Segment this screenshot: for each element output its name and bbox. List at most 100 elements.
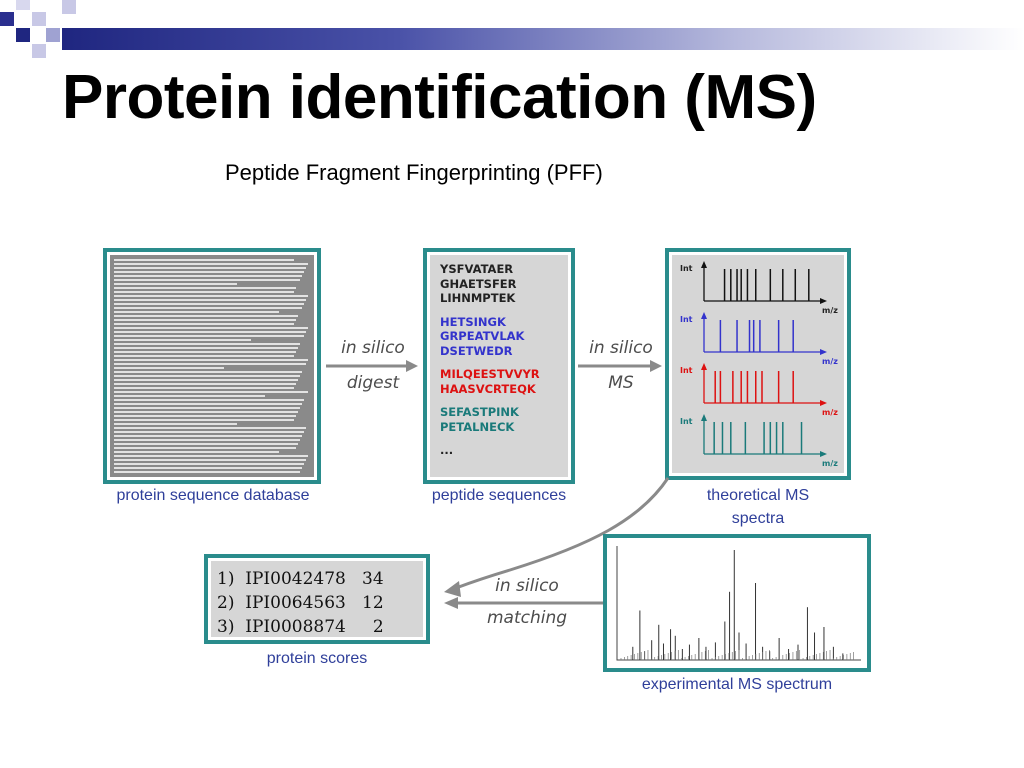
database-text-line [114,395,265,397]
database-text-line [114,263,309,265]
database-text-line [114,447,297,449]
spectrum-axis [703,316,822,353]
ms-arrow [578,360,662,372]
database-text-line [114,291,295,293]
spectrum-axis-arrow [701,261,707,268]
corner-decoration [0,0,1024,64]
spectrum-axis-arrow [701,363,707,370]
slide-title: Protein identification (MS) [62,63,817,132]
database-text-line [114,279,301,281]
database-text-line [114,423,238,425]
ms-label-line2: MS [608,373,634,393]
matching-label-line2: matching [486,608,568,628]
database-text-line [114,299,307,301]
database-text-line [114,471,301,473]
database-text-line [114,315,299,317]
database-text-line [114,283,238,285]
peptide-sequences-caption: peptide sequences [431,487,567,504]
database-text-line [114,375,301,377]
theoretical-caption-line1: theoretical MS [706,487,810,504]
database-text-line [114,323,295,325]
spectrum-y-label: Int [680,315,693,324]
database-text-line [114,343,301,345]
database-text-line [114,403,303,405]
database-text-line [114,427,307,429]
peptide-item: YSFVATAER [440,262,514,276]
database-text-line [114,363,307,365]
database-text-line [114,275,303,277]
peptide-group: ... [440,443,558,458]
protein-database-caption: protein sequence database [116,487,310,504]
database-text-line [114,415,297,417]
database-text-lines [114,257,310,475]
database-text-line [114,351,297,353]
experimental-caption: experimental MS spectrum [641,676,833,693]
database-text-line [114,435,303,437]
database-text-line [114,407,301,409]
peptide-item: GHAETSFER [440,276,517,291]
score-row: 2) IPI0064563 12 [217,593,384,613]
database-text-line [114,355,295,357]
spectrum-axis-arrow [701,414,707,421]
spectrum-y-label: Int [680,264,693,273]
digest-arrow [326,360,418,372]
database-text-line [114,379,299,381]
spectrum-axis-arrow [820,400,827,406]
database-text-line [114,327,309,329]
spectrum-axis-arrow [820,349,827,355]
peptide-item: HETSINGK [440,314,506,329]
experimental-spectrum-box [603,534,871,672]
spectrum-axis-arrow [820,451,827,457]
spectrum-axis [703,418,822,455]
database-text-line [114,271,305,273]
peptide-item: LIHNMPTEK [440,291,516,305]
spectrum-x-label: m/z [822,306,838,315]
database-text-line [114,451,279,453]
database-text-line [114,391,309,393]
peptide-item: MILQEESTVVYR [440,367,540,381]
spectrum-axis-arrow [701,312,707,319]
database-text-line [114,431,305,433]
database-text-line [114,371,303,373]
database-text-line [114,467,303,469]
database-text-line [114,287,297,289]
spectrum-y-label: Int [680,417,693,426]
database-text-line [114,335,305,337]
spectrum-x-label: m/z [822,459,838,468]
peptide-item: DSETWEDR [440,343,513,358]
peptide-item: HAASVCRTEQK [440,381,536,396]
database-text-line [114,359,309,361]
database-text-line [114,459,307,461]
matching-label-line1: in silico [495,576,559,596]
curved-arrow [444,477,670,597]
digest-label-line2: digest [346,373,400,393]
spectrum-axis [703,367,822,404]
matching-arrow [444,597,604,609]
peptide-item: SEFASTPINK [440,405,519,419]
database-text-line [114,443,299,445]
database-text-line [114,339,252,341]
spectrum-x-label: m/z [822,408,838,417]
theoretical-caption-line2: spectra [731,510,785,527]
ms-label-line1: in silico [589,338,653,358]
spectrum-x-label: m/z [822,357,838,366]
spectrum-axis-arrow [820,298,827,304]
database-text-line [114,331,307,333]
slide-subtitle: Peptide Fragment Fingerprinting (PFF) [225,160,603,185]
database-text-line [114,411,299,413]
digest-label-line1: in silico [341,338,405,358]
database-text-line [114,267,307,269]
database-text-line [114,463,305,465]
peptide-item: ... [440,443,454,457]
database-text-line [114,259,295,261]
database-text-line [114,347,299,349]
database-text-line [114,387,295,389]
database-text-line [114,367,224,369]
peptide-item: PETALNECK [440,419,515,434]
